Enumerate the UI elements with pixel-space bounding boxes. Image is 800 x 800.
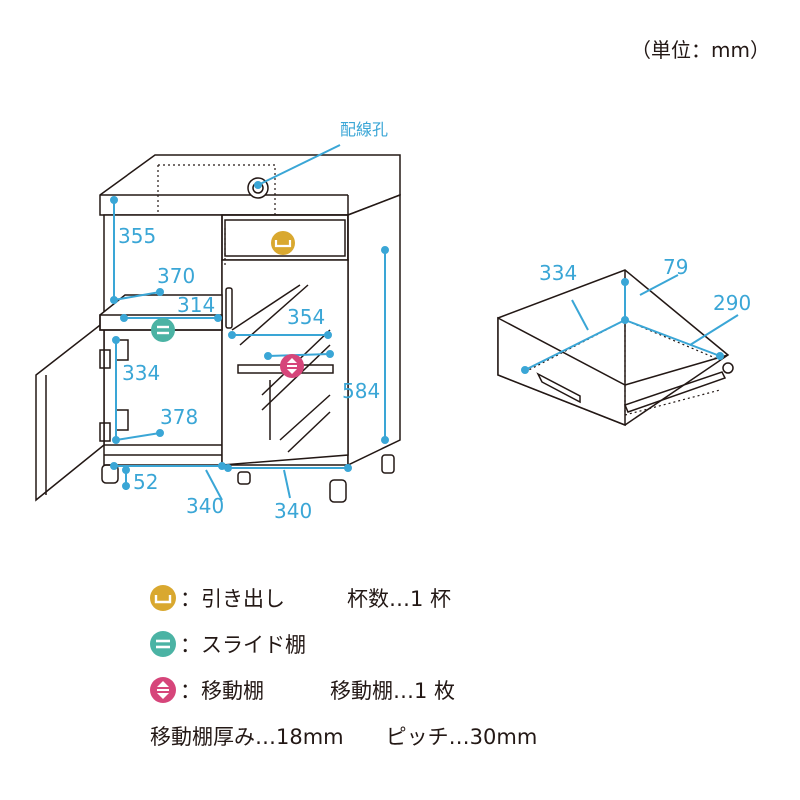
dim-340-left: 340	[186, 494, 224, 518]
legend-row-slide-shelf: ：スライド棚	[150, 621, 770, 667]
dim-354: 354	[287, 305, 325, 329]
casters	[101, 454, 395, 503]
dim-378: 378	[160, 405, 198, 429]
movable-shelf-marker-icon	[280, 354, 304, 378]
legend-movable-shelf-label: ：移動棚	[180, 679, 264, 703]
dim-584: 584	[342, 379, 380, 403]
drawer-marker-icon	[271, 231, 295, 255]
drawer-dim-79: 79	[663, 255, 688, 279]
legend-row-specs: 移動棚厚み…18mm ピッチ…30mm	[150, 713, 770, 759]
slide-shelf-icon	[150, 631, 176, 657]
movable-shelf-icon	[150, 677, 176, 703]
cabinet-diagram: 355 370 314 354 334 584 378 52 340 340 3…	[35, 120, 751, 523]
pitch: ピッチ…30mm	[385, 725, 538, 749]
dim-314: 314	[177, 293, 215, 317]
legend-movable-shelf-spec: 移動棚…1 枚	[330, 679, 456, 703]
dim-52: 52	[133, 470, 158, 494]
legend: ：引き出し 杯数…1 杯 ：スライド棚 ：移動棚 移動棚…1 枚 移動棚厚み…1…	[150, 575, 770, 759]
drawer-icon	[150, 585, 176, 611]
drawer-dim-334: 334	[539, 261, 577, 285]
drawer-dim-290: 290	[713, 291, 751, 315]
dim-355: 355	[118, 224, 156, 248]
dim-370: 370	[157, 264, 195, 288]
dim-334: 334	[122, 361, 160, 385]
legend-slide-shelf-label: ：スライド棚	[180, 633, 306, 657]
legend-drawer-spec: 杯数…1 杯	[347, 587, 452, 611]
unit-label: （単位：mm）	[631, 38, 770, 62]
wiring-hole-label: 配線孔	[340, 120, 388, 139]
shelf-thickness: 移動棚厚み…18mm	[150, 725, 344, 749]
legend-row-movable-shelf: ：移動棚 移動棚…1 枚	[150, 667, 770, 713]
legend-row-drawer: ：引き出し 杯数…1 杯	[150, 575, 770, 621]
dim-340-right: 340	[274, 499, 312, 523]
legend-drawer-label: ：引き出し	[180, 587, 285, 611]
slide-shelf-marker-icon	[151, 318, 175, 342]
